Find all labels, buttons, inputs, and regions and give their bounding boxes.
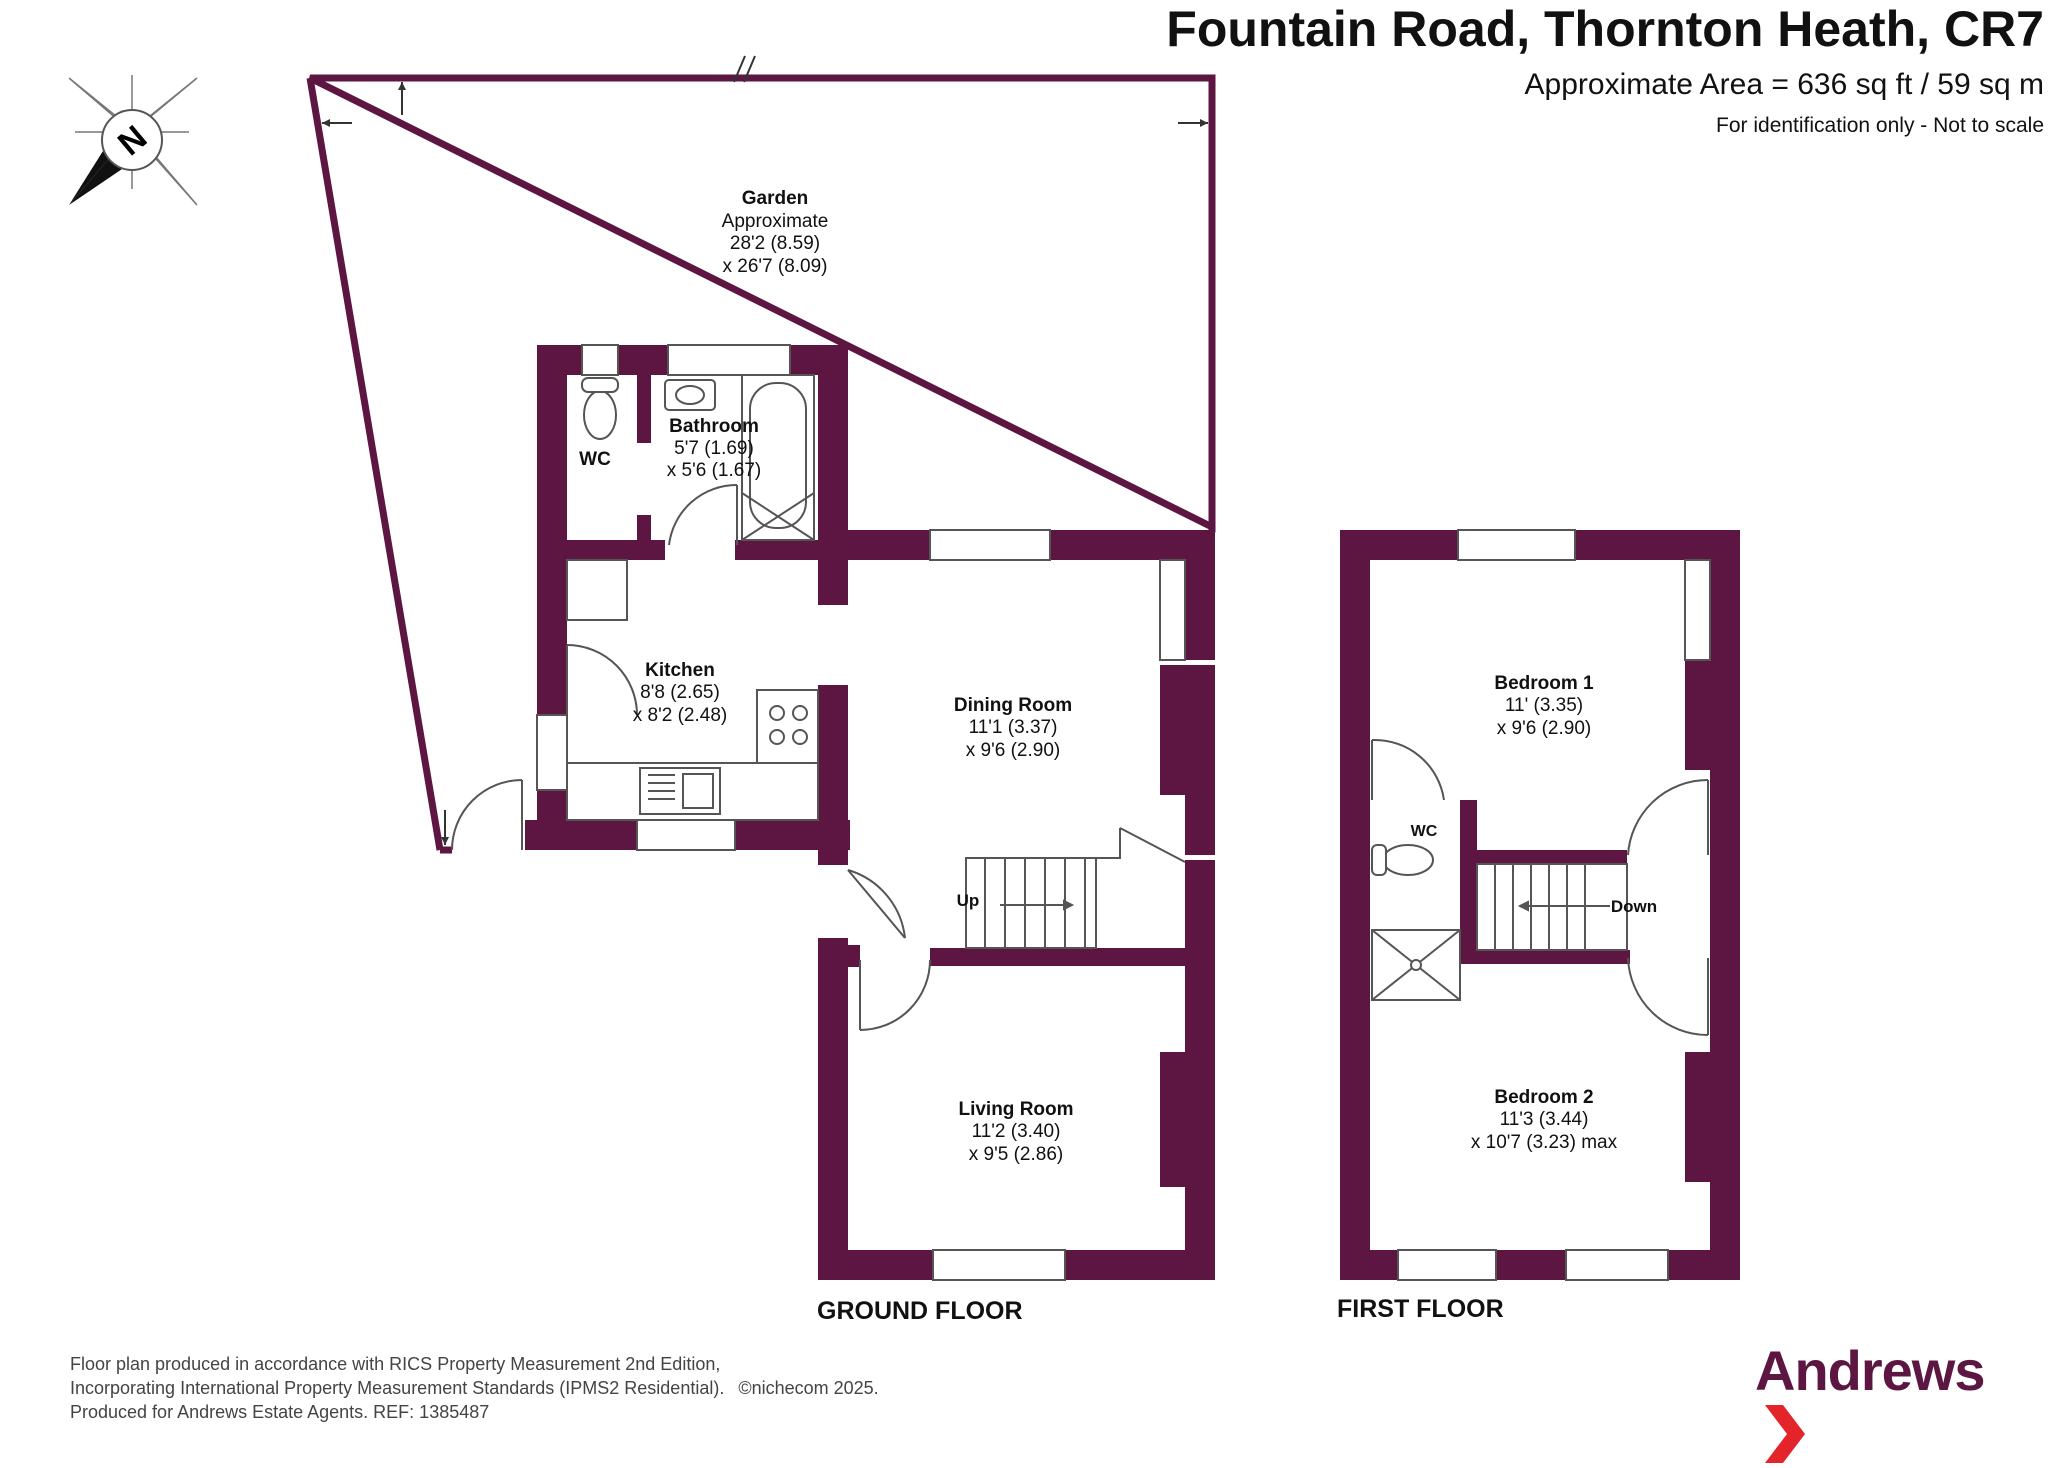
svg-text:5'7 (1.69): 5'7 (1.69) bbox=[674, 438, 754, 459]
kitchen-label: Kitchen 8'8 (2.65) x 8'2 (2.48) bbox=[633, 660, 727, 726]
footer-credit: ©nichecom 2025. bbox=[738, 1378, 879, 1398]
svg-text:x 5'6 (1.67): x 5'6 (1.67) bbox=[667, 460, 761, 481]
first-floor-fixtures bbox=[1371, 529, 1711, 1281]
stairs-up-label: Up bbox=[957, 891, 980, 910]
svg-text:8'8 (2.65): 8'8 (2.65) bbox=[640, 682, 720, 703]
approximate-area: Approximate Area = 636 sq ft / 59 sq m bbox=[1524, 68, 2044, 101]
svg-text:Bedroom 2: Bedroom 2 bbox=[1494, 1087, 1593, 1108]
bedroom-1-label: Bedroom 1 11' (3.35) x 9'6 (2.90) bbox=[1494, 673, 1594, 739]
svg-text:Bathroom: Bathroom bbox=[669, 416, 759, 437]
svg-text:x 8'2 (2.48): x 8'2 (2.48) bbox=[633, 705, 727, 726]
identification-note: For identification only - Not to scale bbox=[1716, 114, 2044, 137]
bathroom-label: Bathroom 5'7 (1.69) x 5'6 (1.67) bbox=[667, 416, 761, 481]
chevron-logo-icon bbox=[1765, 1405, 1805, 1463]
svg-text:x 9'6 (2.90): x 9'6 (2.90) bbox=[1497, 718, 1591, 739]
footer-disclaimer: Floor plan produced in accordance with R… bbox=[70, 1352, 879, 1424]
dining-room-label: Dining Room 11'1 (3.37) x 9'6 (2.90) bbox=[954, 695, 1072, 761]
svg-text:11'1 (3.37): 11'1 (3.37) bbox=[969, 717, 1058, 738]
svg-text:x 26'7 (8.09): x 26'7 (8.09) bbox=[722, 256, 827, 277]
andrews-logo: Andrews bbox=[1755, 1338, 2048, 1468]
bedroom-2-label: Bedroom 2 11'3 (3.44) x 10'7 (3.23) max bbox=[1471, 1087, 1618, 1153]
garden-outline bbox=[306, 55, 1216, 854]
footer-line-2-row: Incorporating International Property Mea… bbox=[70, 1376, 879, 1400]
svg-text:x 10'7 (3.23) max: x 10'7 (3.23) max bbox=[1471, 1132, 1618, 1153]
compass-icon: N bbox=[68, 75, 198, 206]
wc-ground-label: WC bbox=[579, 449, 611, 470]
page-title: Fountain Road, Thornton Heath, CR7 bbox=[1166, 1, 2044, 57]
ground-floor-fixtures bbox=[451, 344, 1186, 1281]
svg-text:x 9'6 (2.90): x 9'6 (2.90) bbox=[966, 740, 1060, 761]
svg-text:Dining Room: Dining Room bbox=[954, 695, 1072, 716]
footer-line-1: Floor plan produced in accordance with R… bbox=[70, 1354, 721, 1374]
stairs-down-label: Down bbox=[1611, 897, 1657, 916]
svg-text:Garden: Garden bbox=[742, 188, 809, 209]
ground-floor-walls bbox=[525, 345, 1215, 1280]
garden-label: Garden Approximate 28'2 (8.59) x 26'7 (8… bbox=[722, 188, 829, 277]
svg-text:11'3 (3.44): 11'3 (3.44) bbox=[1500, 1109, 1589, 1130]
svg-text:Living Room: Living Room bbox=[958, 1099, 1073, 1120]
wc-first-label: WC bbox=[1411, 823, 1438, 840]
svg-text:x 9'5 (2.86): x 9'5 (2.86) bbox=[969, 1144, 1063, 1165]
svg-text:Kitchen: Kitchen bbox=[645, 660, 715, 681]
first-floor-label: FIRST FLOOR bbox=[1337, 1295, 1504, 1323]
svg-text:28'2 (8.59): 28'2 (8.59) bbox=[730, 233, 820, 254]
floor-plan: N bbox=[68, 55, 1740, 1281]
brand-name: Andrews bbox=[1755, 1339, 1985, 1402]
living-room-label: Living Room 11'2 (3.40) x 9'5 (2.86) bbox=[958, 1099, 1073, 1165]
svg-text:Approximate: Approximate bbox=[722, 211, 829, 232]
first-floor-walls bbox=[1340, 530, 1740, 1280]
ground-floor-label: GROUND FLOOR bbox=[817, 1297, 1023, 1325]
svg-text:11'2 (3.40): 11'2 (3.40) bbox=[972, 1121, 1061, 1142]
svg-text:Bedroom 1: Bedroom 1 bbox=[1494, 673, 1594, 694]
footer-line-2: Incorporating International Property Mea… bbox=[70, 1378, 725, 1398]
svg-text:11' (3.35): 11' (3.35) bbox=[1505, 695, 1583, 716]
footer-line-3: Produced for Andrews Estate Agents. REF:… bbox=[70, 1402, 490, 1422]
